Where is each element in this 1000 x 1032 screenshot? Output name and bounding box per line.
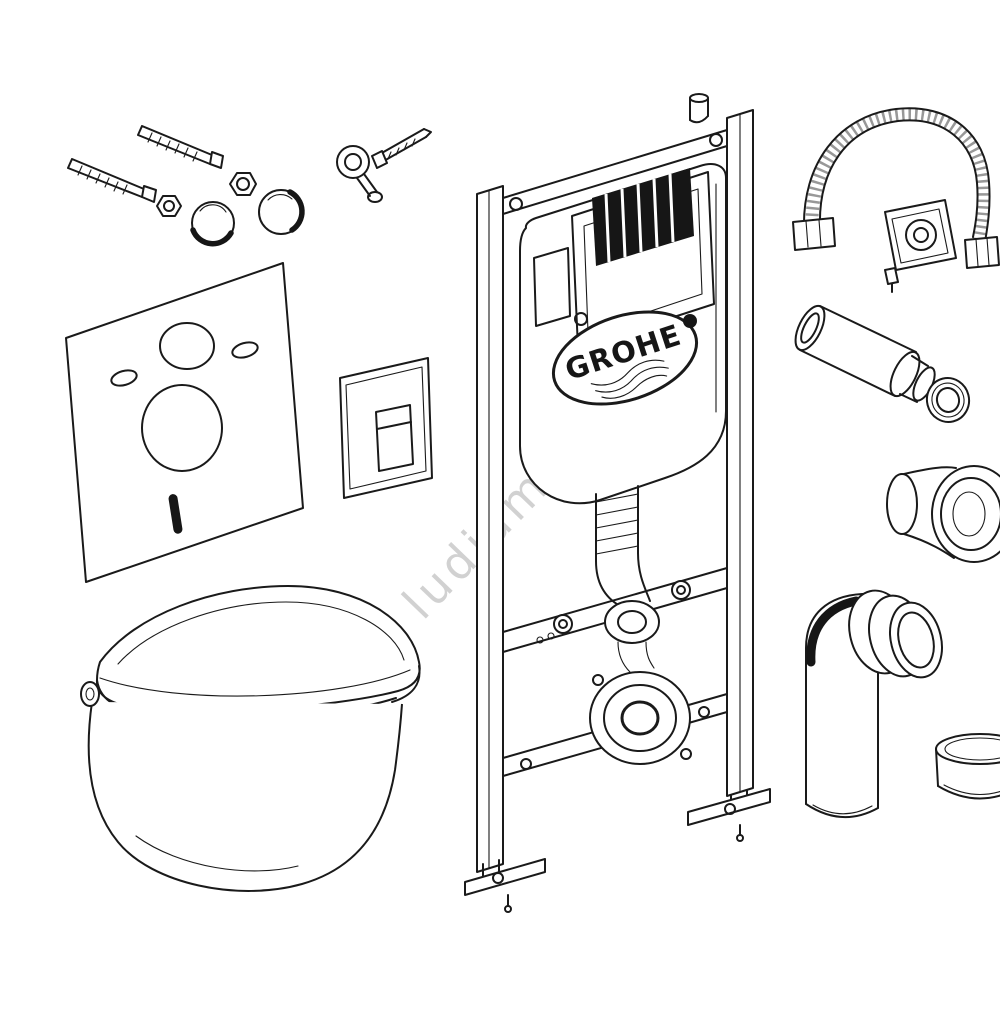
flush-actuator-plate <box>339 357 433 499</box>
toilet-lid <box>95 585 421 712</box>
water-inlet-stub <box>689 93 709 124</box>
product-diagram-figure: ludiamo.it <box>40 16 1000 1016</box>
frame-top-crossbar <box>502 129 728 215</box>
wall-hung-toilet <box>80 585 421 892</box>
toilet-bowl <box>87 701 403 892</box>
toilet-side-cap <box>80 681 100 707</box>
hex-nut-small <box>156 195 182 217</box>
cover-cap-left <box>190 201 235 247</box>
flush-bend-pipe <box>595 485 660 673</box>
cover-cap-right <box>258 189 305 235</box>
seal-ring <box>925 377 971 423</box>
wall-sleeve-cone <box>886 465 1000 563</box>
fixing-screw-long <box>137 125 224 169</box>
mounting-bracket-valve <box>884 199 957 293</box>
hose-nut-right <box>964 236 1000 269</box>
hose-nut-left <box>792 217 836 251</box>
wall-anchor-with-screw <box>336 128 432 203</box>
fixing-screw-short <box>67 158 157 203</box>
frame-foot-left <box>464 858 546 913</box>
outlet-elbow-connector <box>805 589 943 819</box>
concealed-cistern: GROHE <box>519 163 727 505</box>
installation-set-diagram: ludiamo.it <box>65 93 1000 913</box>
hex-nut-large <box>229 172 257 196</box>
outlet-flange <box>589 671 692 765</box>
logo-dot <box>683 314 697 328</box>
installation-frame: GROHE <box>464 93 771 913</box>
fixing-set <box>67 125 305 247</box>
protective-cap <box>935 733 1000 800</box>
frame-left-rail <box>476 185 504 873</box>
frame-foot-right <box>687 788 771 842</box>
sound-insulation-mat <box>65 262 304 583</box>
water-supply-hose <box>792 107 1000 293</box>
flush-pipe <box>794 304 936 403</box>
flush-valve-cartridge <box>592 168 694 266</box>
